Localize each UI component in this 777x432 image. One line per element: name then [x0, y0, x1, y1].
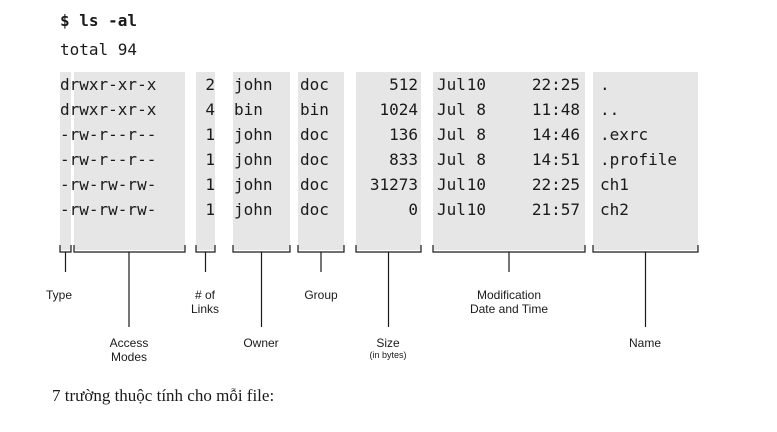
total-line: total 94: [60, 40, 138, 59]
bracket-group: [297, 245, 345, 272]
row-size: 0: [408, 200, 418, 219]
row-size: 833: [389, 150, 418, 169]
row-month: Jul: [437, 175, 466, 194]
row-group: doc: [300, 125, 329, 144]
label-links: # of Links: [190, 288, 219, 316]
row-size: 512: [389, 75, 418, 94]
row-day: 8: [476, 100, 486, 119]
col-bg-group: [298, 72, 344, 250]
row-name: ch1: [600, 175, 629, 194]
row-name: ch2: [600, 200, 629, 219]
row-name: .exrc: [600, 125, 649, 144]
label-modification: Modification Date and Time: [469, 288, 549, 316]
command-line: $ ls -al: [60, 11, 138, 30]
row-time: 22:25: [531, 75, 580, 94]
col-bg-type: [60, 72, 71, 250]
bracket-owner: [232, 245, 291, 327]
row-size: 1024: [379, 100, 418, 119]
caption: 7 trường thuộc tính cho mỗi file:: [52, 386, 275, 405]
row-perm: drwxr-xr-x: [60, 75, 157, 94]
row-time: 22:25: [531, 175, 580, 194]
label-owner: Owner: [243, 336, 279, 350]
bracket-size: [355, 245, 422, 327]
row-links: 1: [205, 175, 215, 194]
row-day: 10: [466, 175, 486, 194]
col-bg-access-modes: [74, 72, 185, 250]
row-owner: bin: [234, 100, 263, 119]
row-links: 1: [205, 150, 215, 169]
row-links: 1: [205, 200, 215, 219]
col-bg-modification: [433, 72, 585, 250]
row-group: doc: [300, 150, 329, 169]
bracket-name: [592, 245, 699, 327]
row-perm: drwxr-xr-x: [60, 100, 157, 119]
row-month: Jul: [437, 200, 466, 219]
row-time: 21:57: [531, 200, 580, 219]
row-day: 10: [466, 75, 486, 94]
row-name: .profile: [600, 150, 678, 169]
row-links: 2: [205, 75, 215, 94]
row-day: 10: [466, 200, 486, 219]
row-owner: john: [234, 200, 273, 219]
label-access-modes: Access Modes: [109, 336, 149, 364]
col-bg-name: [593, 72, 698, 250]
row-links: 4: [205, 100, 215, 119]
label-type: Type: [46, 288, 73, 302]
row-month: Jul: [437, 125, 466, 144]
bracket-links: [195, 245, 216, 272]
bracket-access-modes: [73, 245, 186, 327]
row-time: 11:48: [531, 100, 580, 119]
row-size: 31273: [369, 175, 418, 194]
row-name: .: [600, 75, 610, 94]
bracket-modification: [432, 245, 586, 272]
row-perm: -rw-r--r--: [60, 125, 157, 144]
row-perm: -rw-r--r--: [60, 150, 157, 169]
row-name: ..: [600, 100, 620, 119]
row-owner: john: [234, 150, 273, 169]
row-size: 136: [389, 125, 418, 144]
row-day: 8: [476, 150, 486, 169]
label-group: Group: [304, 288, 338, 302]
row-month: Jul: [437, 100, 466, 119]
row-perm: -rw-rw-rw-: [60, 200, 157, 219]
row-group: bin: [300, 100, 329, 119]
row-owner: john: [234, 75, 273, 94]
row-month: Jul: [437, 75, 466, 94]
row-owner: john: [234, 175, 273, 194]
row-perm: -rw-rw-rw-: [60, 175, 157, 194]
row-group: doc: [300, 200, 329, 219]
row-group: doc: [300, 75, 329, 94]
row-group: doc: [300, 175, 329, 194]
row-time: 14:46: [531, 125, 580, 144]
label-size: Size: [376, 336, 400, 350]
col-bg-links: [196, 72, 215, 250]
row-time: 14:51: [531, 150, 580, 169]
bracket-type: [59, 245, 72, 272]
row-day: 8: [476, 125, 486, 144]
row-month: Jul: [437, 150, 466, 169]
col-bg-size: [356, 72, 421, 250]
row-owner: john: [234, 125, 273, 144]
label-name: Name: [628, 336, 661, 350]
label-size-note: (in bytes): [369, 350, 407, 360]
row-links: 1: [205, 125, 215, 144]
col-bg-owner: [233, 72, 290, 250]
